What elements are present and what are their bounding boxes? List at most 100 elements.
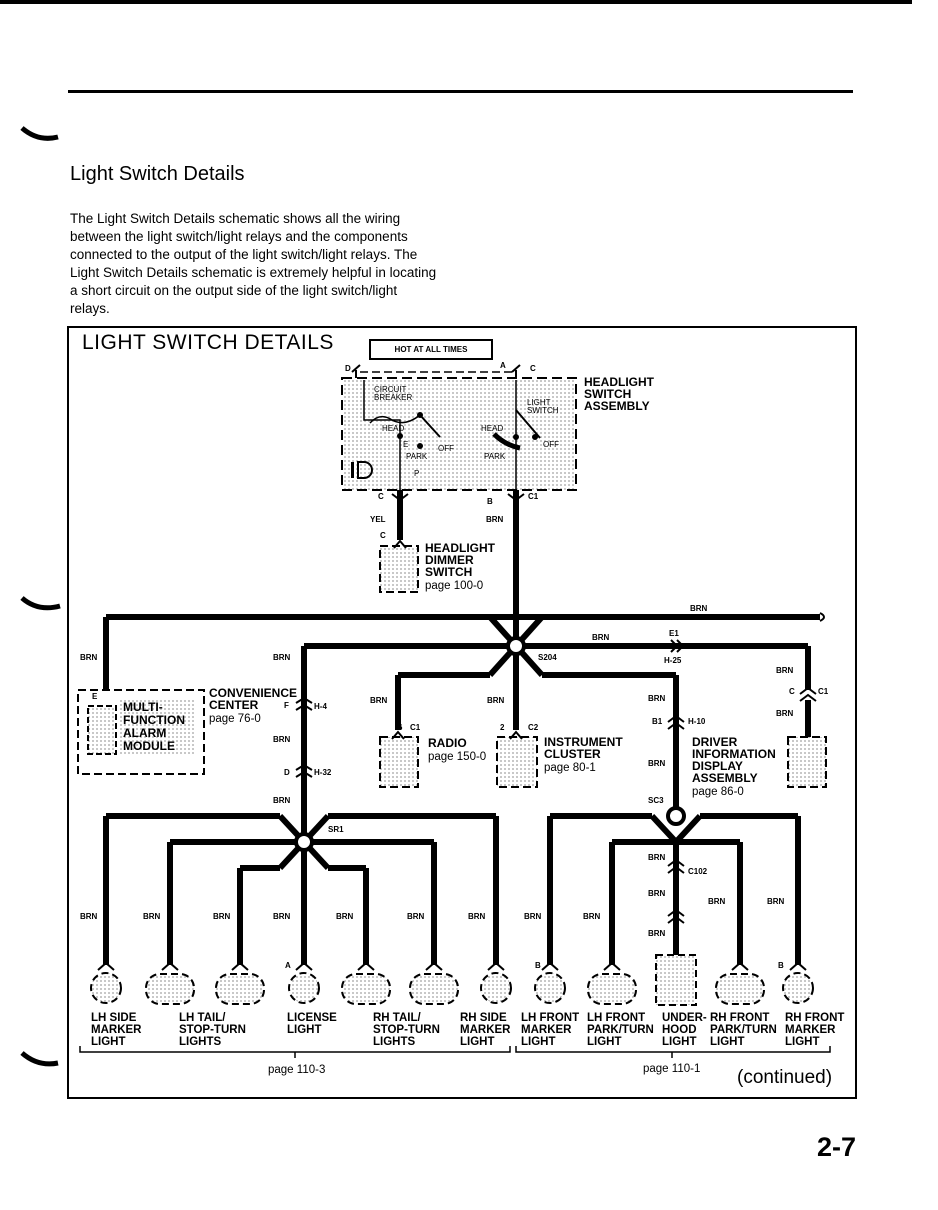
intro-paragraph: The Light Switch Details schematic shows… <box>70 211 437 316</box>
pin-c-top: C <box>530 364 536 373</box>
wire-brn-sc3-top: BRN <box>648 694 666 703</box>
conn-d: D <box>284 768 290 777</box>
load-9-l3: LIGHT <box>710 1036 745 1048</box>
diagram-title: LIGHT SWITCH DETAILS <box>82 331 334 354</box>
wire-brn-5: BRN <box>336 912 354 921</box>
hs-label-1: HEADLIGHT <box>584 375 655 389</box>
wire-brn-switch: BRN <box>486 515 504 524</box>
dimmer-label-1: HEADLIGHT <box>425 541 496 555</box>
wire-brn-6: BRN <box>407 912 425 921</box>
lamp-lh-tail-2 <box>215 961 265 1005</box>
wire-brn-conv: BRN <box>273 653 291 662</box>
dimmer-label-2: DIMMER <box>425 553 474 567</box>
pin-c-bottom: C <box>378 492 384 501</box>
conn-c102: C102 <box>688 867 708 876</box>
brace-left <box>79 1046 511 1058</box>
wire-brn-9: BRN <box>583 912 601 921</box>
load-10-l2: MARKER <box>785 1024 836 1036</box>
dida-pin-c: C <box>789 687 795 696</box>
radio-page: page 150-0 <box>428 751 486 763</box>
load-1-l2: MARKER <box>91 1024 142 1036</box>
conn-h32: H-32 <box>314 768 332 777</box>
conn-h25: H-25 <box>664 656 682 665</box>
load-4-l3: LIGHTS <box>373 1036 415 1048</box>
load-3-l2: LIGHT <box>287 1024 322 1036</box>
wire-brn-h4: BRN <box>273 735 291 744</box>
cb-label-2: BREAKER <box>374 393 412 402</box>
lamp-rh-tail <box>341 961 391 1005</box>
conn-h4: H-4 <box>314 702 327 711</box>
wire-brn-underhood: BRN <box>648 929 666 938</box>
head-left: HEAD <box>382 424 404 433</box>
continued-label: (continued) <box>737 1067 833 1088</box>
section-title: Light Switch Details <box>70 163 245 185</box>
wire-brn-c102-top: BRN <box>648 853 666 862</box>
lamp-lh-front-marker <box>534 961 566 1004</box>
radio-conn: C1 <box>410 723 421 732</box>
cluster-label-1: INSTRUMENT <box>544 735 623 749</box>
dida-label-1: DRIVER <box>692 735 738 749</box>
load-4-l1: RH TAIL/ <box>373 1012 422 1024</box>
wire-brn-e1: BRN <box>592 633 610 642</box>
page-number: 2-7 <box>816 1132 856 1162</box>
load-6-l2: MARKER <box>521 1024 572 1036</box>
lamp-lh-tail <box>145 961 195 1005</box>
wire-yel: YEL <box>370 515 386 524</box>
mfam-pin-e: E <box>92 692 98 701</box>
headlamp-icon <box>351 461 373 479</box>
wire-brn-rh-park: BRN <box>708 897 726 906</box>
lamp-lh-front-park <box>587 961 637 1005</box>
load-6-l3: LIGHT <box>521 1036 556 1048</box>
wire-brn-rh-marker: BRN <box>767 897 785 906</box>
wire-brn-radio: BRN <box>370 696 388 705</box>
load-9-l1: RH FRONT <box>710 1012 769 1024</box>
conn-e1: E1 <box>669 629 679 638</box>
park-right: PARK <box>484 452 506 461</box>
conv-label-2: CENTER <box>209 698 259 712</box>
load-9-l2: PARK/TURN <box>710 1024 777 1036</box>
pin-license-a: A <box>285 961 291 970</box>
dida-label-3: DISPLAY <box>692 759 743 773</box>
dida-label-2: INFORMATION <box>692 747 776 761</box>
load-2-l1: LH TAIL/ <box>179 1012 226 1024</box>
dida-label-4: ASSEMBLY <box>692 771 758 785</box>
dida-page: page 86-0 <box>692 786 744 798</box>
lamp-rh-front-marker <box>782 961 814 1004</box>
wire-brn-1: BRN <box>80 912 98 921</box>
conn-b1: B1 <box>652 717 663 726</box>
hot-at-all-times-box: HOT AT ALL TIMES <box>369 339 493 360</box>
dimmer-label-3: SWITCH <box>425 565 472 579</box>
conn-f: F <box>284 701 289 710</box>
load-8-l3: LIGHT <box>662 1036 697 1048</box>
dimmer-pin-c: C <box>380 531 386 540</box>
mfam-label-2: FUNCTION <box>123 713 185 727</box>
lamp-rh-front-park <box>715 961 765 1005</box>
lamp-rh-side-marker <box>480 961 512 1004</box>
conv-page: page 76-0 <box>209 713 261 725</box>
load-8-l2: HOOD <box>662 1024 697 1036</box>
cluster-pin: 2 <box>500 723 505 732</box>
radio-box <box>379 736 419 788</box>
conn-h10: H-10 <box>688 717 706 726</box>
load-10-l1: RH FRONT <box>785 1012 844 1024</box>
load-10-l3: LIGHT <box>785 1036 820 1048</box>
wire-brn-cluster: BRN <box>487 696 505 705</box>
splice-sc3: SC3 <box>648 796 664 805</box>
splice-sr1: SR1 <box>328 825 344 834</box>
load-5-l2: MARKER <box>460 1024 511 1036</box>
mfam-label-1: MULTI- <box>123 700 163 714</box>
dimmer-switch-box <box>379 545 419 593</box>
pin-c1: C1 <box>528 492 539 501</box>
wire-brn-sc3: BRN <box>648 759 666 768</box>
load-1-l3: LIGHT <box>91 1036 126 1048</box>
splice-s204-dot <box>506 636 526 656</box>
load-7-l3: LIGHT <box>587 1036 622 1048</box>
cluster-label-2: CLUSTER <box>544 747 601 761</box>
off-left: OFF <box>438 444 454 453</box>
load-2-l2: STOP-TURN <box>179 1024 246 1036</box>
pin-d: D <box>345 364 351 373</box>
splice-s204: S204 <box>538 653 557 662</box>
radio-label: RADIO <box>428 736 467 750</box>
load-5-l1: RH SIDE <box>460 1012 507 1024</box>
